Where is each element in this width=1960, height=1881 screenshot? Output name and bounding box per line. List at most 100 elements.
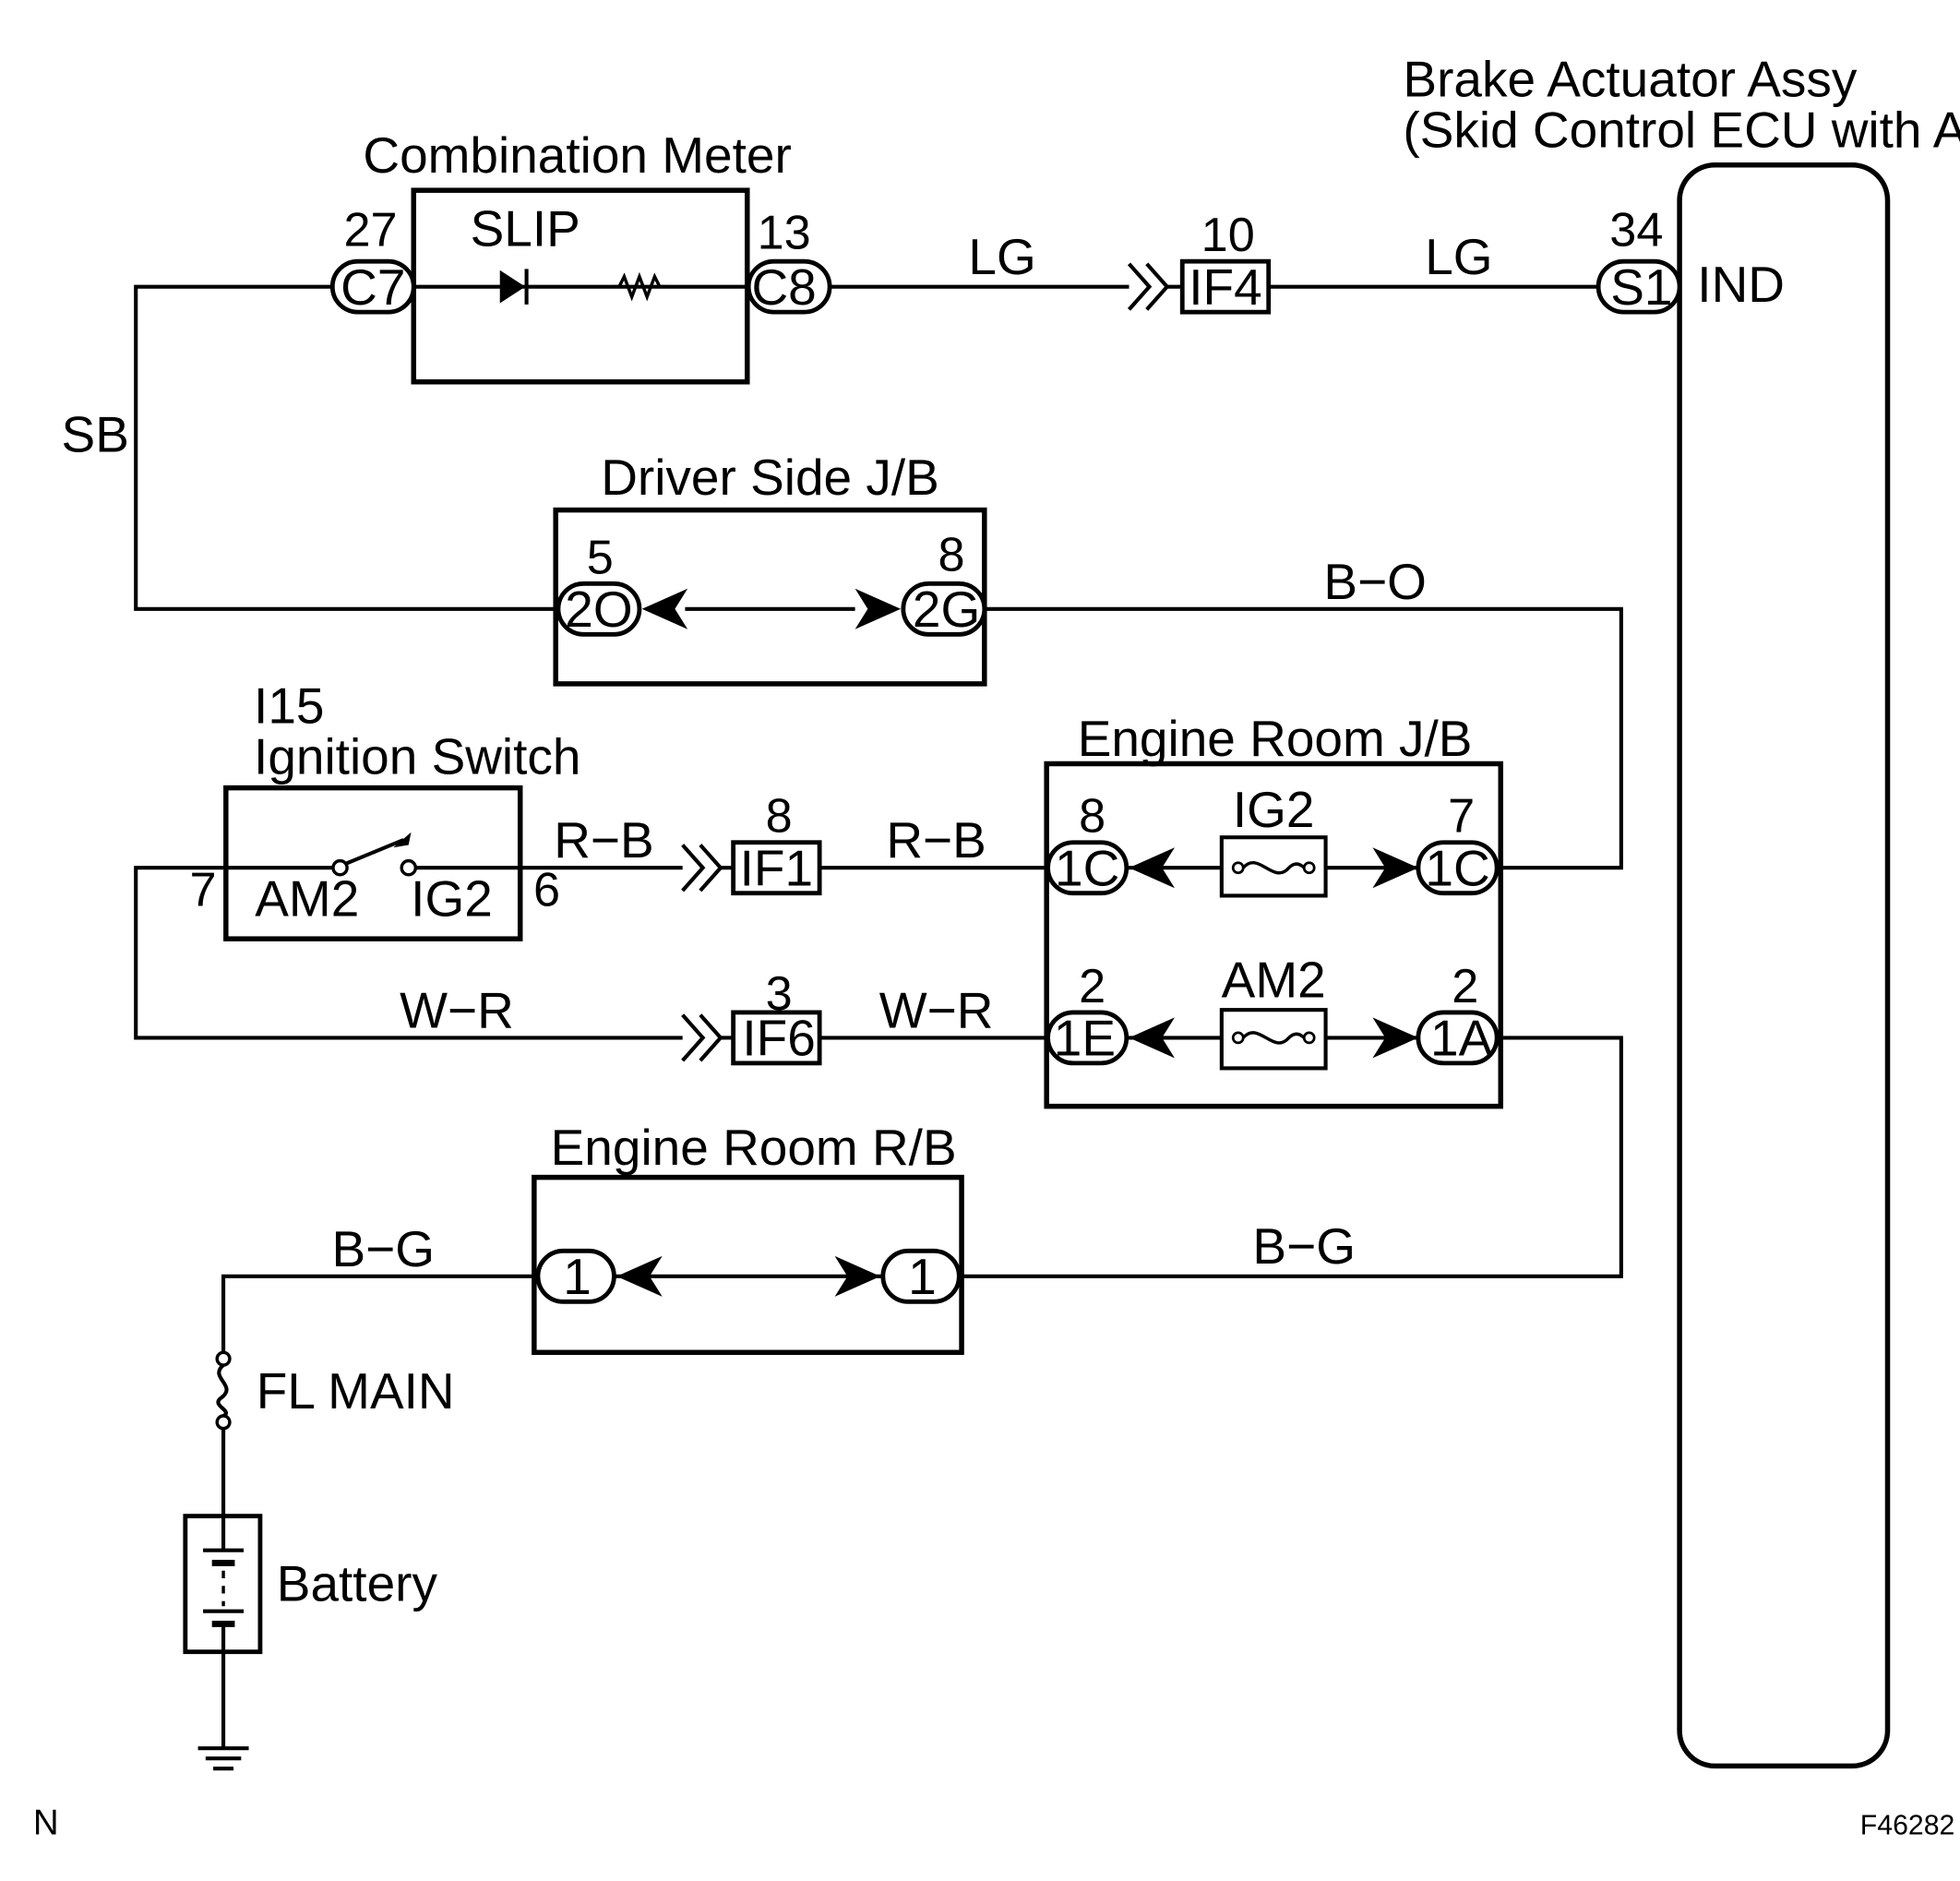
led-icon (499, 269, 529, 305)
driver-side-jb: Driver Side J/B 5 2O 8 2G (553, 449, 987, 687)
connector-s1 (1595, 258, 1682, 315)
slip-indicator-label: SLIP (471, 200, 580, 258)
junction-if6: 3 IF6 (681, 967, 822, 1067)
connector-2g (901, 581, 987, 637)
connector-c8 (746, 258, 832, 315)
connector-if4-label: IF4 (1189, 258, 1261, 316)
terminal-am2: AM2 (255, 869, 359, 927)
connector-1c-right (1416, 840, 1500, 896)
pin-5: 5 (587, 531, 614, 584)
connector-1e (1046, 1010, 1129, 1066)
junction-if4: 10 IF4 (1127, 209, 1272, 316)
fl-main-label: FL MAIN (257, 1362, 455, 1420)
wires (134, 284, 1623, 1749)
wire-label-wr-1: W−R (400, 981, 514, 1038)
pin-6-switch: 6 (533, 863, 560, 917)
resistor-icon (611, 271, 668, 302)
pin-34: 34 (1609, 204, 1663, 258)
ignition-switch-box (223, 785, 523, 941)
wire-label-lg-1: LG (968, 228, 1035, 285)
brake-actuator-title: Brake Actuator Assy (1403, 50, 1857, 107)
wire-label-bg-2: B−G (1252, 1217, 1356, 1275)
connector-c7 (329, 258, 416, 315)
engine-room-jb-title: Engine Room J/B (1078, 710, 1473, 767)
engine-room-jb-box (1044, 761, 1504, 1109)
battery: Battery (183, 1514, 438, 1655)
engine-room-jb: Engine Room J/B 8 1C IG2 7 1C 2 1E AM2 2 (1044, 710, 1504, 1109)
brake-actuator-box (1677, 162, 1891, 1769)
ignition-switch-title: Ignition Switch (254, 727, 580, 785)
connector-rb-right-label: 1 (908, 1248, 937, 1305)
pin-8-jb: 8 (1079, 790, 1105, 844)
wire-bo (984, 606, 1623, 870)
ground-icon (197, 1746, 249, 1771)
ignition-switch-code: I15 (254, 677, 324, 735)
connector-1c-left (1046, 840, 1129, 896)
pin-8-driver-jb: 8 (938, 529, 965, 582)
wire-label-bg-1: B−G (331, 1220, 435, 1277)
wire-bg-left (221, 1274, 538, 1356)
terminal-ind: IND (1697, 256, 1785, 313)
pin-2-jb-right: 2 (1452, 960, 1478, 1013)
fuse-ig2-label: IG2 (1233, 781, 1315, 838)
engine-room-rb-title: Engine Room R/B (551, 1119, 957, 1176)
wire-label-wr-2: W−R (879, 981, 994, 1038)
fusible-link-icon (216, 1363, 229, 1418)
terminal-ig2: IG2 (411, 869, 493, 927)
combination-meter-title: Combination Meter (363, 126, 791, 184)
connector-1c-left-label: 1C (1055, 839, 1119, 896)
left-arrow-icon (1129, 1017, 1175, 1059)
connector-rb-right (880, 1248, 962, 1304)
connector-rb-left (535, 1248, 616, 1304)
pin-13: 13 (758, 206, 811, 259)
combination-meter: Combination Meter SLIP 27 C7 13 C8 (329, 126, 832, 385)
pin-10: 10 (1201, 209, 1255, 262)
pin-2-jb-left: 2 (1079, 960, 1105, 1013)
pin-27: 27 (343, 204, 397, 258)
fuse-icon (1231, 860, 1316, 875)
left-arrow-icon (616, 1255, 663, 1297)
right-arrow-icon (1372, 1017, 1418, 1059)
fuse-am2-label: AM2 (1222, 951, 1326, 1008)
connector-c8-label: C8 (751, 258, 816, 316)
wire-label-lg-2: LG (1425, 228, 1492, 285)
wire-bg-right (959, 1036, 1623, 1278)
pin-8-if1: 8 (766, 790, 793, 844)
pin-7-jb: 7 (1448, 790, 1475, 844)
fl-main-fuse: FL MAIN (215, 1350, 455, 1431)
connector-s1-label: S1 (1610, 258, 1672, 316)
connector-2o-label: 2O (565, 581, 632, 638)
wire-sb (134, 284, 558, 611)
connector-1a-label: 1A (1430, 1010, 1493, 1067)
connector-1c-right-label: 1C (1425, 839, 1489, 896)
engine-room-rb-box (532, 1174, 964, 1356)
brake-actuator-subtitle: (Skid Control ECU with Actuator) (1403, 101, 1960, 158)
wire-label-rb-1: R−B (554, 811, 653, 869)
connector-c7-label: C7 (341, 258, 405, 316)
switch-contact-icon (331, 832, 418, 877)
wire-wr-1 (134, 866, 683, 1040)
connector-if4 (1179, 258, 1272, 315)
ignition-switch: I15 Ignition Switch AM2 IG2 7 6 (190, 677, 580, 941)
connector-if1 (731, 840, 822, 896)
wire-label-rb-2: R−B (886, 811, 986, 869)
figure-id: F46282 (1860, 1811, 1955, 1841)
right-arrow-icon (834, 1255, 881, 1297)
junction-if1: 8 IF1 (681, 790, 822, 896)
right-arrow-icon (855, 588, 902, 629)
connector-2g-label: 2G (913, 581, 980, 638)
connector-if6-label: IF6 (742, 1010, 815, 1067)
right-arrow-icon (1372, 847, 1418, 889)
battery-label: Battery (277, 1555, 438, 1612)
double-chevron-icon (681, 844, 706, 893)
connector-if1-label: IF1 (740, 839, 813, 896)
left-arrow-icon (641, 588, 688, 629)
engine-room-rb: Engine Room R/B 1 1 (532, 1119, 964, 1356)
fuse-icon (1231, 1031, 1316, 1045)
connector-if6 (731, 1010, 822, 1066)
battery-icon (203, 1516, 245, 1652)
brake-actuator: Brake Actuator Assy (Skid Control ECU wi… (1403, 50, 1960, 1769)
left-arrow-icon (1129, 847, 1175, 889)
double-chevron-icon (681, 1013, 706, 1062)
connector-1e-label: 1E (1054, 1010, 1116, 1067)
